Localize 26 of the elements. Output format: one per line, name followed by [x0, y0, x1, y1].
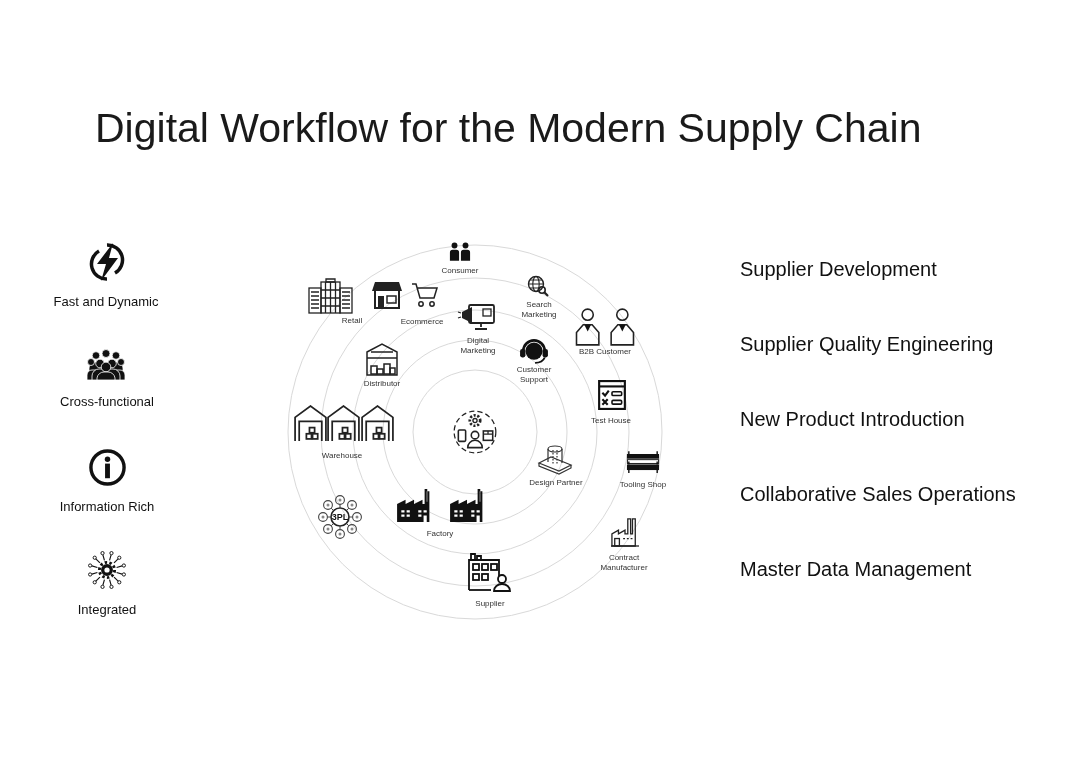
feature-label: Information Rich [59, 498, 155, 514]
icon-caption: Warehouse [321, 451, 363, 461]
icon-caption: Retail [341, 316, 363, 326]
feature-label: Integrated [77, 601, 137, 617]
icon-caption: Supplier [475, 599, 505, 609]
icon-caption: Tooling Shop [619, 480, 667, 490]
icon-caption: Design Partner [529, 478, 583, 488]
hub-label: 3PL [331, 512, 349, 522]
icon-caption: Customer Support [515, 365, 553, 385]
icon-caption: Distributor [363, 379, 401, 389]
capability-label: Supplier Quality Engineering [740, 332, 994, 356]
icon-caption: Ecommerce [400, 317, 444, 327]
feature-label: Fast and Dynamic [53, 293, 159, 309]
icon-caption: Digital Marketing [459, 336, 497, 356]
icon-caption: Consumer [441, 266, 479, 276]
icon-caption: B2B Customer [579, 347, 631, 357]
capability-label: Collaborative Sales Operations [740, 482, 1016, 506]
capability-label: Supplier Development [740, 257, 937, 281]
icon-caption: Search Marketing [520, 300, 558, 320]
capability-label: New Product Introduction [740, 407, 965, 431]
capability-label: Master Data Management [740, 557, 972, 581]
icon-caption: Test House [591, 416, 631, 426]
icon-caption: Contract Manufacturer [599, 553, 649, 573]
feature-label: Cross-functional [60, 393, 154, 409]
icon-caption: Factory [426, 529, 454, 539]
diagram-title: Digital Workflow for the Modern Supply Chain [95, 104, 922, 152]
